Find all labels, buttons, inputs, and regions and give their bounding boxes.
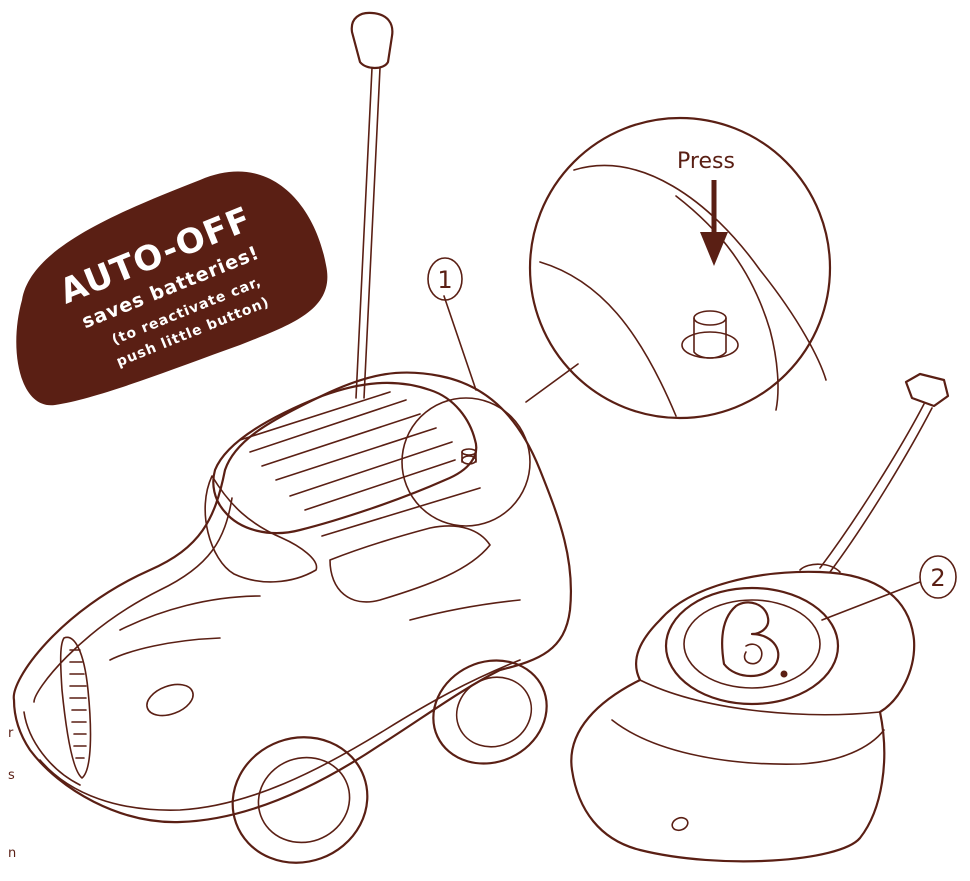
zoom-button	[682, 311, 738, 358]
edge-text-fragment-1: r	[8, 726, 13, 741]
car-wheel-front	[215, 718, 385, 876]
remote-body	[571, 572, 914, 862]
callout-1-number: 1	[437, 266, 452, 294]
edge-text-fragment-3: n	[8, 846, 16, 861]
car-roof-button	[462, 449, 476, 464]
remote-controller: B.	[571, 374, 948, 861]
callout-2: 2	[822, 556, 956, 620]
car-antenna	[352, 13, 393, 398]
callout-2-number: 2	[930, 564, 945, 592]
auto-off-badge: AUTO-OFF saves batteries! (to reactivate…	[16, 172, 327, 406]
press-arrow-icon	[700, 180, 728, 266]
car-body-outline	[14, 373, 571, 823]
remote-logo-text: B.	[751, 699, 753, 701]
b-logo-icon	[722, 602, 787, 677]
car-wheel-rear	[416, 642, 563, 782]
callout-1: 1	[402, 258, 578, 526]
toy-car	[14, 13, 571, 876]
remote-antenna	[800, 374, 948, 572]
remote-big-button: B.	[666, 588, 838, 704]
press-label: Press	[677, 149, 735, 174]
zoom-circle: Press	[530, 118, 830, 418]
car-side-window	[330, 526, 490, 602]
car-headlight	[143, 679, 198, 722]
remote-hole	[670, 816, 689, 833]
edge-text-fragment-2: s	[8, 768, 15, 783]
